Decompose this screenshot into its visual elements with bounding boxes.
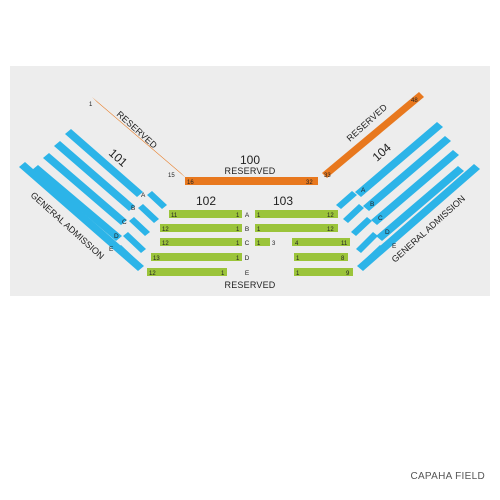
row-label: E: [392, 243, 397, 250]
row-bar-b[interactable]: [138, 204, 159, 223]
seat-label: 12: [327, 227, 334, 233]
reserved-label: RESERVED: [115, 109, 160, 151]
row-label: E: [109, 246, 114, 253]
seat-label: 12: [327, 213, 334, 219]
ga-bar[interactable]: [43, 153, 127, 225]
row-a-bar[interactable]: [169, 210, 242, 218]
seat-label: 1: [236, 227, 240, 233]
reserved-bar-left[interactable]: [92, 97, 186, 178]
seat-end-label: 15: [168, 173, 175, 179]
ga-bar[interactable]: [65, 129, 143, 197]
seat-label: 3: [272, 241, 276, 247]
section-100-number: 100: [240, 153, 260, 167]
ga-bar[interactable]: [371, 150, 459, 225]
seat-end-label: 48: [411, 98, 418, 104]
row-b-bar[interactable]: [255, 224, 338, 232]
seating-map-panel: 1 15 RESERVED 16 32 100 RESERVED 33 48 R…: [10, 66, 490, 296]
section-104-number: 104: [370, 140, 394, 164]
seat-label: 4: [295, 241, 299, 247]
seat-label: 1: [221, 271, 225, 277]
row-label: C: [245, 240, 250, 247]
seat-label: 1: [236, 213, 240, 219]
ga-bar[interactable]: [376, 166, 464, 241]
seat-label: 1: [257, 227, 261, 233]
row-bar-d[interactable]: [356, 232, 378, 253]
row-bar-d[interactable]: [123, 232, 146, 253]
center-row-labels: A B C D E: [245, 212, 250, 277]
general-admission-bars: [19, 129, 144, 271]
row-e-bar[interactable]: [294, 268, 353, 276]
seat-label: 1: [236, 241, 240, 247]
row-label: E: [245, 270, 250, 277]
box-rows-101: [116, 191, 167, 267]
row-label: D: [245, 255, 250, 262]
seat-label: 12: [162, 227, 169, 233]
seat-label: 13: [153, 256, 160, 262]
row-c-bar-left[interactable]: [255, 238, 270, 246]
row-e-bar[interactable]: [147, 268, 227, 276]
seat-label: 8: [341, 256, 345, 262]
seat-label: 1: [296, 256, 300, 262]
seat-end-label: 32: [306, 180, 313, 186]
seat-label: 12: [162, 241, 169, 247]
seat-start-label: 16: [187, 180, 194, 186]
seat-start-label: 1: [89, 102, 93, 108]
row-d-bar[interactable]: [294, 253, 348, 261]
seat-start-label: 33: [324, 173, 331, 179]
seat-label: 11: [341, 241, 348, 247]
seat-label: 11: [171, 213, 178, 219]
reserved-label: RESERVED: [225, 166, 276, 176]
row-label: B: [245, 226, 249, 233]
row-c-bar[interactable]: [160, 238, 242, 246]
row-bar-e[interactable]: [361, 245, 385, 267]
bottom-reserved-label: RESERVED: [225, 280, 276, 290]
seat-label: 1: [236, 256, 240, 262]
seat-label: 1: [296, 271, 300, 277]
section-101[interactable]: A B C D E 101 GENERAL ADMISSION: [19, 129, 167, 271]
row-label: D: [385, 229, 390, 236]
row-label: C: [122, 219, 127, 226]
row-label: C: [378, 215, 383, 222]
seat-label: 1: [257, 213, 261, 219]
section-102-number: 102: [196, 194, 216, 208]
seat-label: 12: [149, 271, 156, 277]
box-rows-104: [336, 191, 385, 267]
ga-bar[interactable]: [357, 164, 480, 271]
seat-label: 9: [346, 271, 350, 277]
venue-name: CAPAHA FIELD: [410, 471, 485, 482]
row-bar-c[interactable]: [129, 217, 150, 236]
row-label: A: [141, 192, 146, 199]
row-c-bar-right[interactable]: [292, 238, 350, 246]
section-100-center[interactable]: 16 32 100 RESERVED: [185, 153, 318, 186]
row-d-bar[interactable]: [151, 253, 242, 261]
general-admission-bars: [355, 122, 480, 271]
ga-bar[interactable]: [54, 141, 135, 211]
row-bar-c[interactable]: [351, 217, 372, 236]
row-bar-e[interactable]: [116, 245, 140, 267]
ga-bar[interactable]: [32, 165, 122, 241]
row-bar-b[interactable]: [343, 204, 364, 223]
reserved-bar-right[interactable]: [322, 92, 424, 178]
reserved-bar-center[interactable]: [185, 177, 318, 185]
row-label: D: [114, 233, 119, 240]
row-label: B: [370, 201, 374, 208]
row-bar-a[interactable]: [147, 191, 167, 209]
row-label: A: [361, 187, 366, 194]
section-103[interactable]: 1 12 1 12 1 3 4 11 1 8 1 9: [255, 210, 353, 277]
ga-bar[interactable]: [19, 162, 144, 271]
row-label: A: [245, 212, 250, 219]
seating-map: 1 15 RESERVED 16 32 100 RESERVED 33 48 R…: [19, 92, 480, 290]
ga-bar[interactable]: [363, 136, 451, 211]
section-103-number: 103: [273, 194, 293, 208]
row-bar-a[interactable]: [336, 191, 357, 209]
seat-label: 1: [257, 241, 261, 247]
row-a-bar[interactable]: [255, 210, 338, 218]
section-102[interactable]: 11 1 12 1 12 1 13 1 12 1: [147, 210, 242, 277]
row-label: B: [131, 205, 135, 212]
section-100-right-wing[interactable]: 33 48 RESERVED: [322, 92, 424, 179]
row-b-bar[interactable]: [160, 224, 242, 232]
ga-bar[interactable]: [355, 122, 443, 197]
